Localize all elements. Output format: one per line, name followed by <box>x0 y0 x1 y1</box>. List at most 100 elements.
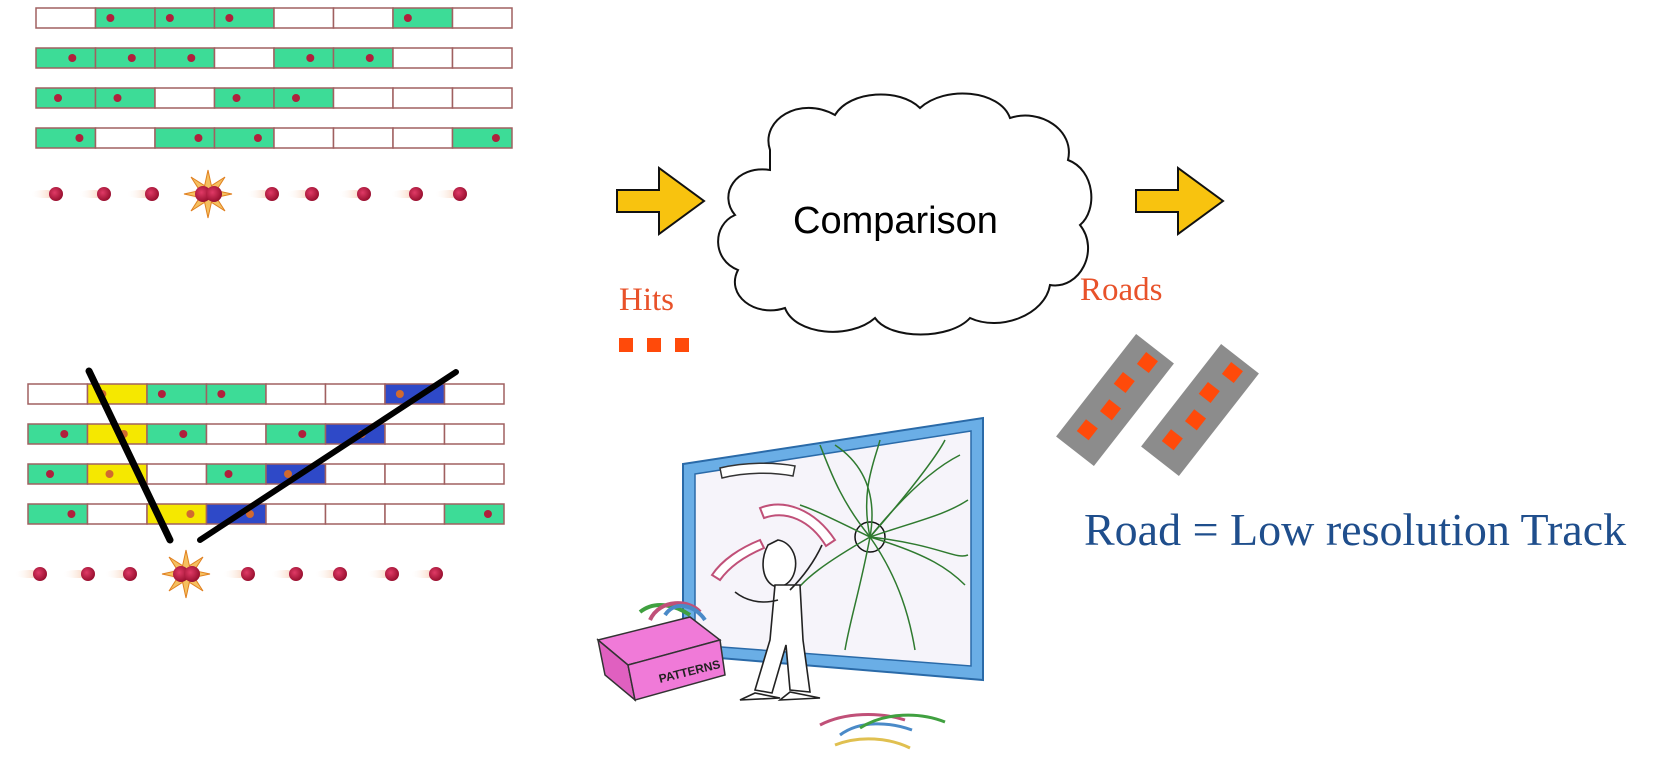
detector-cell-hit <box>35 87 97 109</box>
detector-cell-empty <box>86 503 148 525</box>
beam-particle <box>357 187 371 201</box>
beam-particle <box>453 187 467 201</box>
detector-cell-hit <box>213 7 275 29</box>
detector-cell-empty <box>384 463 446 485</box>
roads-graphic <box>1056 334 1259 476</box>
detector-cell-empty <box>451 7 513 29</box>
detector-cell-empty <box>94 127 156 149</box>
beam-particle <box>241 567 255 581</box>
beam-particle <box>429 567 443 581</box>
detector-cell-empty <box>324 383 386 405</box>
physicist-drawing-icon: PATTERNS <box>596 416 984 750</box>
road-hit <box>1076 419 1098 441</box>
detector-cell-empty <box>324 463 386 485</box>
beam-particle <box>123 567 137 581</box>
detector-cell-hit <box>451 127 513 149</box>
detector-cell-empty <box>265 383 327 405</box>
beam-particle <box>289 567 303 581</box>
hit-square <box>619 338 633 352</box>
hit-dot <box>395 390 404 398</box>
road-hit <box>1221 362 1243 384</box>
hit-dot <box>67 510 76 518</box>
detector-cell-empty <box>324 503 386 525</box>
detector-cell-empty <box>451 47 513 69</box>
hit-square <box>675 338 689 352</box>
detector-cell-hit <box>273 87 335 109</box>
roads-label: Roads <box>1080 272 1163 308</box>
beam-particle <box>409 187 423 201</box>
collision-beam-bottom <box>14 549 443 599</box>
detector-bottom-tracks <box>27 383 505 525</box>
detector-cell-hit <box>332 47 394 69</box>
detector-cell-hit <box>154 127 216 149</box>
track-line-right <box>197 369 459 543</box>
hit-dot <box>46 470 55 478</box>
detector-cell-hit <box>27 503 89 525</box>
hit-dot <box>186 510 195 518</box>
hit-dot <box>365 54 374 62</box>
detector-cell-empty <box>273 7 335 29</box>
detector-cell-empty <box>451 87 513 109</box>
beam-particle <box>265 187 279 201</box>
detector-cell-hit <box>94 47 156 69</box>
beam-particle <box>333 567 347 581</box>
detector-cell-hit <box>213 127 275 149</box>
hit-dot <box>284 470 293 478</box>
patterns-box-icon: PATTERNS <box>596 601 726 702</box>
hit-square <box>647 338 661 352</box>
hit-dot <box>75 134 84 142</box>
road-strip <box>1056 334 1174 466</box>
pattern-piece <box>719 462 796 479</box>
hit-dot <box>60 430 69 438</box>
hit-dot <box>491 134 500 142</box>
hits-label: Hits <box>619 282 675 318</box>
hit-dot <box>105 470 114 478</box>
event-display <box>789 439 969 651</box>
physicist-figure <box>734 539 823 701</box>
beam-particle <box>97 187 111 201</box>
cloud-icon <box>717 92 1093 336</box>
right-arrow-icon <box>616 166 706 236</box>
beam-particle <box>195 186 211 202</box>
pattern-piece <box>758 503 837 548</box>
detector-cell-empty <box>384 423 446 445</box>
beam-particle <box>49 187 63 201</box>
detector-cell-empty <box>205 423 267 445</box>
detector-cell-hit <box>35 47 97 69</box>
pattern-piece <box>710 538 766 582</box>
detector-cell-empty <box>443 383 505 405</box>
hit-dot <box>253 134 262 142</box>
detector-cell-empty <box>392 127 454 149</box>
detector-cell-empty <box>332 87 394 109</box>
road-hit <box>1161 429 1183 451</box>
beam-particle <box>385 567 399 581</box>
detector-cell-hit <box>205 383 267 405</box>
track-lines <box>85 367 459 544</box>
beam-particle <box>173 566 189 582</box>
beam-particle <box>184 566 200 582</box>
beam-particle <box>81 567 95 581</box>
detector-cell-empty <box>384 503 446 525</box>
hit-dot <box>54 94 63 102</box>
detector-cell-empty <box>273 127 335 149</box>
detector-cell-hit <box>27 423 89 445</box>
beam-particle <box>33 567 47 581</box>
hit-dot <box>165 14 174 22</box>
beam-particle <box>305 187 319 201</box>
road-strip <box>1141 344 1259 476</box>
hit-dot <box>306 54 315 62</box>
detector-cell-empty <box>392 87 454 109</box>
detector-cell-hit <box>154 7 216 29</box>
detector-cell-empty <box>392 47 454 69</box>
detector-cell-hit <box>35 127 97 149</box>
floor-pattern-pieces <box>819 713 946 750</box>
hit-dot <box>179 430 188 438</box>
road-hit <box>1113 371 1135 394</box>
detector-cell-hit <box>146 383 208 405</box>
right-arrow-icon <box>1135 166 1225 236</box>
detector-cell-hit <box>265 423 327 445</box>
road-hit <box>1198 381 1220 404</box>
hit-dot <box>224 470 233 478</box>
detector-cell-hit <box>392 7 454 29</box>
